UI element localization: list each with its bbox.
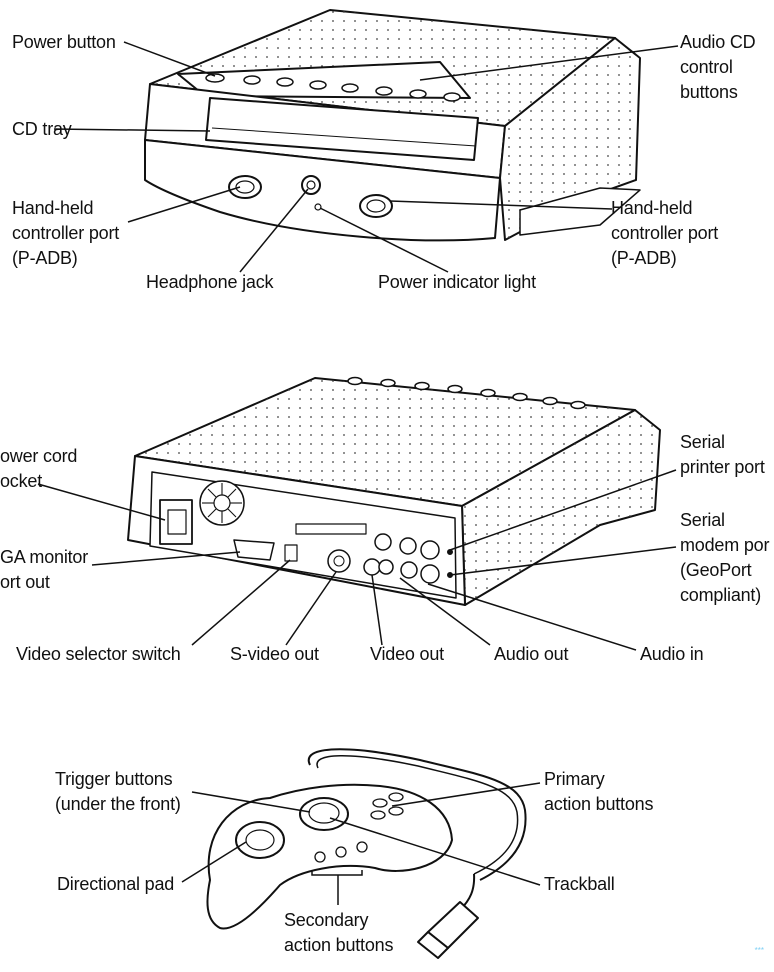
trackball-label: Trackball — [544, 874, 615, 894]
rear-leader-lines — [37, 469, 677, 651]
cd-tray-label: CD tray — [12, 119, 72, 139]
video-out-label: Video out — [370, 644, 444, 664]
controller-drawing — [206, 748, 527, 959]
console-front-drawing — [144, 9, 641, 242]
console-rear-drawing — [127, 376, 661, 606]
headphone-jack-label: Headphone jack — [146, 272, 274, 292]
audio-in-label: Audio in — [640, 644, 704, 664]
power-button-label: Power button — [12, 32, 116, 52]
video-selector-switch-label: Video selector switch — [16, 644, 181, 664]
audio-out-label: Audio out — [494, 644, 569, 664]
trigger-buttons-label: Trigger buttons(under the front) — [55, 769, 181, 814]
directional-pad-label: Directional pad — [57, 874, 175, 894]
controller-leader-lines — [181, 782, 541, 905]
power-indicator-label: Power indicator light — [378, 272, 536, 292]
top-leader-lines — [53, 41, 679, 273]
s-video-out-label: S-video out — [230, 644, 319, 664]
corner-mark: *** — [754, 946, 764, 955]
